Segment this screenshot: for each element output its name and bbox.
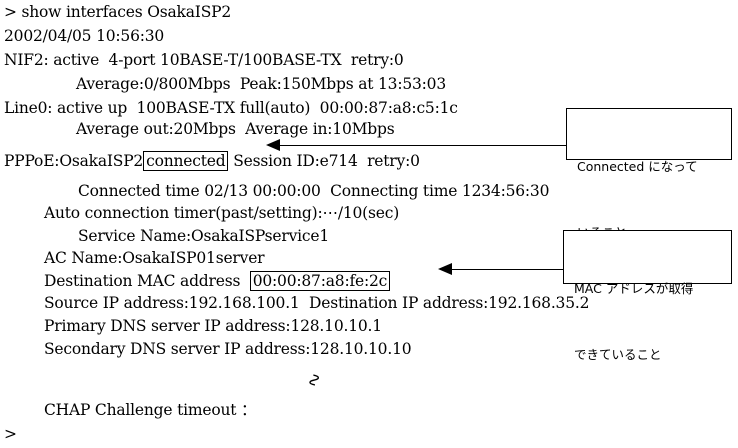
connected-callout: Connected になって いること xyxy=(566,108,732,240)
destination-mac-line: Destination MAC address 00:00:87:a8:fe:2… xyxy=(44,271,391,291)
mac-callout-line1: MAC アドレスが取得 xyxy=(574,281,694,296)
auto-connection-timer-line: Auto connection timer(past/setting):⋯/10… xyxy=(44,204,400,222)
destination-mac-value-box: 00:00:87:a8:fe:2c xyxy=(249,271,391,291)
primary-dns-line: Primary DNS server IP address:128.10.10.… xyxy=(44,317,382,335)
prompt-line: > xyxy=(4,425,17,443)
mac-callout-line2: できていること xyxy=(574,347,662,362)
service-name-line: Service Name:OsakaISPservice1 xyxy=(78,227,330,245)
destination-mac-label: Destination MAC address xyxy=(44,272,241,290)
pppoe-name: PPPoE:OsakaISP2 xyxy=(4,152,144,170)
secondary-dns-line: Secondary DNS server IP address:128.10.1… xyxy=(44,340,412,358)
connected-callout-line1: Connected になって xyxy=(577,159,698,174)
line0-status-line: Line0: active up 100BASE-TX full(auto) 0… xyxy=(4,99,458,117)
ac-name-line: AC Name:OsakaISP01server xyxy=(44,249,265,267)
connected-arrow-head xyxy=(266,139,280,151)
line0-average-line: Average out:20Mbps Average in:10Mbps xyxy=(76,120,395,138)
omission-mark: ∿ xyxy=(303,372,325,388)
nif-status-line: NIF2: active 4-port 10BASE-T/100BASE-TX … xyxy=(4,51,404,69)
session-id: Session ID:e714 retry:0 xyxy=(233,152,420,170)
mac-callout: MAC アドレスが取得 できていること xyxy=(563,230,732,362)
ip-address-line: Source IP address:192.168.100.1 Destinat… xyxy=(44,294,590,312)
timestamp-line: 2002/04/05 10:56:30 xyxy=(4,27,165,45)
mac-arrow-head xyxy=(438,263,452,275)
mac-arrow-line xyxy=(452,269,563,270)
connected-status-box: connected xyxy=(143,151,229,171)
nif-average-line: Average:0/800Mbps Peak:150Mbps at 13:53:… xyxy=(76,75,447,93)
connected-arrow-line xyxy=(280,145,566,146)
chap-timeout-line: CHAP Challenge timeout ： xyxy=(44,401,257,419)
command-line: > show interfaces OsakaISP2 xyxy=(4,3,232,21)
connected-time-line: Connected time 02/13 00:00:00 Connecting… xyxy=(78,182,550,200)
